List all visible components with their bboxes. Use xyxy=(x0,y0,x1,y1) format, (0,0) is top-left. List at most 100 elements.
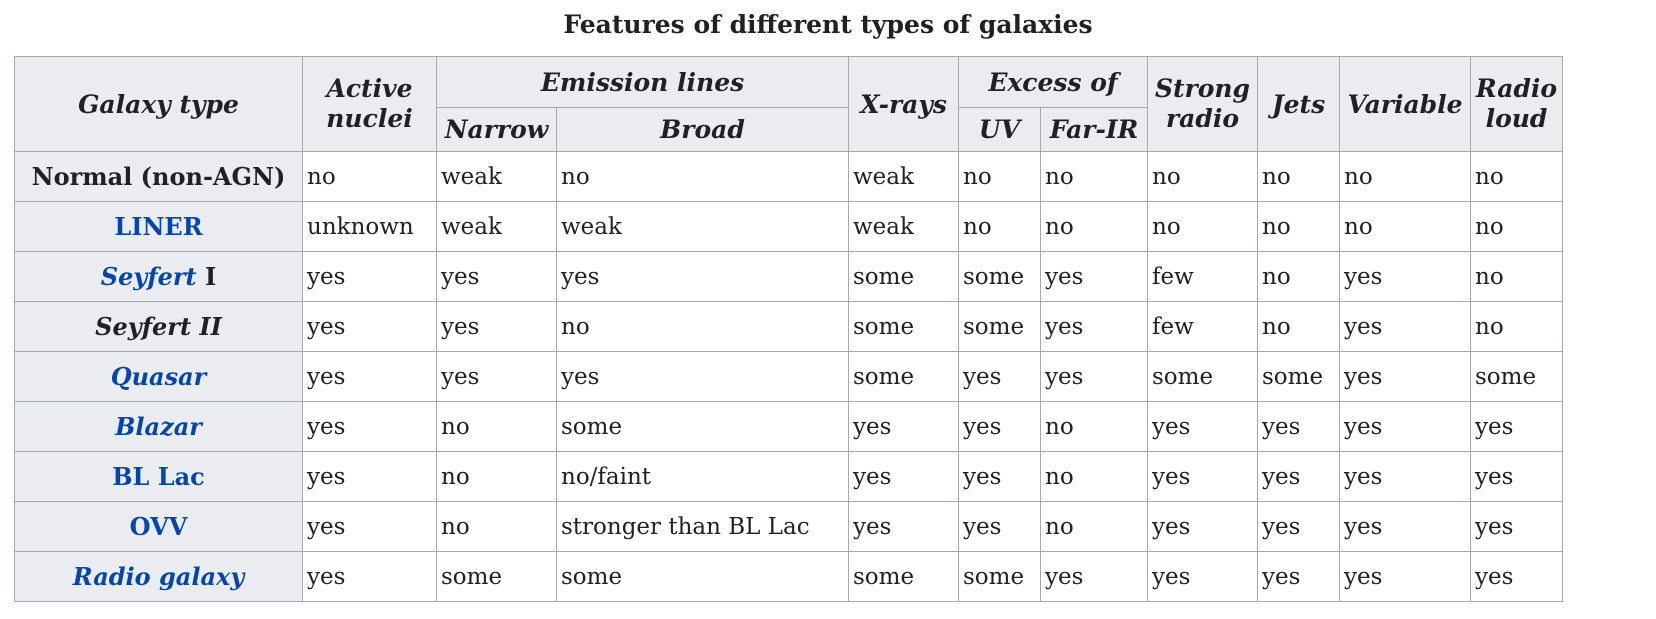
table-row: LINER unknown weak weak weak no no no no… xyxy=(14,201,1563,252)
table-cell: yes xyxy=(1147,501,1258,552)
table-caption: Features of different types of galaxies xyxy=(563,10,1093,39)
table-cell: yes xyxy=(1339,301,1471,352)
table-cell: yes xyxy=(1339,251,1471,302)
col-header-strong-radio: Strong radio xyxy=(1147,56,1258,152)
table-cell: some xyxy=(848,251,959,302)
table-cell: yes xyxy=(848,401,959,452)
table-cell: yes xyxy=(436,301,557,352)
table-cell: yes xyxy=(1040,351,1148,402)
table-cell: yes xyxy=(436,351,557,402)
col-header-variable: Variable xyxy=(1339,56,1471,152)
table-cell: yes xyxy=(1147,401,1258,452)
col-header-narrow: Narrow xyxy=(436,107,557,152)
table-cell: no xyxy=(302,151,437,202)
table-cell: no xyxy=(1040,201,1148,252)
table-cell: yes xyxy=(1040,251,1148,302)
row-header-radio-galaxy-link[interactable]: Radio galaxy xyxy=(14,551,303,602)
table-cell: few xyxy=(1147,301,1258,352)
table-row: OVV yes no stronger than BL Lac yes yes … xyxy=(14,501,1563,552)
table-cell: yes xyxy=(848,451,959,502)
row-header-seyfert-2: Seyfert II xyxy=(14,301,303,352)
table-cell: no xyxy=(1257,301,1340,352)
table-cell: no xyxy=(1339,151,1471,202)
table-cell: weak xyxy=(848,151,959,202)
table-row: Radio galaxy yes some some some some yes… xyxy=(14,551,1563,602)
table-cell: some xyxy=(556,551,849,602)
table-cell: no xyxy=(1040,401,1148,452)
table-cell: yes xyxy=(302,301,437,352)
table-cell: yes xyxy=(302,351,437,402)
header-row-1: Galaxy type Active nuclei Emission lines… xyxy=(14,56,1563,152)
table-cell: yes xyxy=(1339,351,1471,402)
table-cell: yes xyxy=(556,351,849,402)
row-header-blazar-link[interactable]: Blazar xyxy=(14,401,303,452)
table-row: Blazar yes no some yes yes no yes yes ye… xyxy=(14,401,1563,452)
col-header-uv: UV xyxy=(958,107,1041,152)
row-header-ovv-link[interactable]: OVV xyxy=(14,501,303,552)
table-cell: no xyxy=(1257,201,1340,252)
table-cell: no xyxy=(1040,501,1148,552)
galaxy-features-table: Galaxy type Active nuclei Emission lines… xyxy=(14,56,1563,602)
table-cell: no xyxy=(436,451,557,502)
table-cell: yes xyxy=(1470,451,1563,502)
table-cell: no xyxy=(958,151,1041,202)
row-header-bl-lac-link[interactable]: BL Lac xyxy=(14,451,303,502)
col-header-far-ir: Far-IR xyxy=(1040,107,1148,152)
col-header-active-nuclei: Active nuclei xyxy=(302,56,437,152)
table-cell: no xyxy=(436,501,557,552)
table-cell: no xyxy=(1470,201,1563,252)
row-header-quasar-link[interactable]: Quasar xyxy=(14,351,303,402)
col-header-excess-of: Excess of xyxy=(958,56,1148,108)
table-row: BL Lac yes no no/faint yes yes no yes ye… xyxy=(14,451,1563,502)
table-cell: yes xyxy=(1147,551,1258,602)
table-cell: no xyxy=(1147,201,1258,252)
table-cell: yes xyxy=(848,501,959,552)
table-cell: yes xyxy=(302,251,437,302)
table-cell: yes xyxy=(1257,401,1340,452)
table-cell: weak xyxy=(848,201,959,252)
table-cell: yes xyxy=(958,451,1041,502)
table-cell: no xyxy=(1470,151,1563,202)
table-cell: yes xyxy=(1470,401,1563,452)
table-row: Seyfert II yes yes no some some yes few … xyxy=(14,301,1563,352)
table-row: Seyfert I yes yes yes some some yes few … xyxy=(14,251,1563,302)
row-header-liner-link[interactable]: LINER xyxy=(14,201,303,252)
table-cell: no xyxy=(1257,251,1340,302)
row-header-normal: Normal (non-AGN) xyxy=(14,151,303,202)
table-cell: yes xyxy=(1470,551,1563,602)
table-cell: no xyxy=(1470,301,1563,352)
table-cell: yes xyxy=(1339,451,1471,502)
table-cell: yes xyxy=(302,551,437,602)
table-cell: some xyxy=(848,351,959,402)
table-cell: yes xyxy=(1147,451,1258,502)
table-cell: no xyxy=(556,301,849,352)
table-cell: some xyxy=(848,551,959,602)
table-cell: no xyxy=(958,201,1041,252)
header-row-2: Narrow Broad UV Far-IR xyxy=(15,107,1563,152)
col-header-galaxy-type: Galaxy type xyxy=(14,56,303,152)
row-header-seyfert-1: Seyfert I xyxy=(14,251,303,302)
table-cell: some xyxy=(436,551,557,602)
table-cell: weak xyxy=(556,201,849,252)
table-cell: yes xyxy=(556,251,849,302)
table-cell: yes xyxy=(1339,551,1471,602)
table-row: Quasar yes yes yes some yes yes some som… xyxy=(14,351,1563,402)
seyfert-numeral: I xyxy=(205,262,217,291)
table-cell: yes xyxy=(302,451,437,502)
seyfert-link[interactable]: Seyfert xyxy=(100,262,197,291)
table-cell: yes xyxy=(1339,401,1471,452)
table-cell: no xyxy=(1040,151,1148,202)
table-cell: yes xyxy=(1040,301,1148,352)
table-cell: no xyxy=(1470,251,1563,302)
table-cell: yes xyxy=(958,351,1041,402)
table-cell: some xyxy=(1470,351,1563,402)
col-header-broad: Broad xyxy=(556,107,849,152)
table-row: Normal (non-AGN) no weak no weak no no n… xyxy=(14,151,1563,202)
table-cell: no xyxy=(556,151,849,202)
table-cell: some xyxy=(958,301,1041,352)
table-cell: yes xyxy=(1339,501,1471,552)
table-cell: some xyxy=(1257,351,1340,402)
table-cell: some xyxy=(1147,351,1258,402)
table-cell: yes xyxy=(958,501,1041,552)
table-cell: some xyxy=(848,301,959,352)
